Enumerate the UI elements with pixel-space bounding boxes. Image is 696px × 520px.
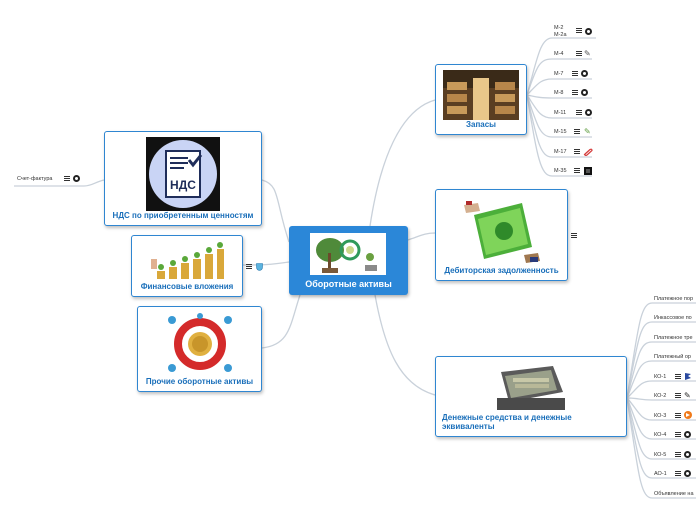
leaf-m2[interactable]: М-2 М-2а <box>554 25 574 39</box>
nds-badge-text: НДС <box>170 178 196 192</box>
cash-briefcase-image <box>493 362 569 412</box>
note-icon[interactable] <box>675 413 681 419</box>
prochie-label: Прочие оборотные активы <box>144 377 255 386</box>
debitor-label: Дебиторская задолженность <box>442 266 561 275</box>
pencil-icon[interactable]: ✎ <box>584 50 591 58</box>
globe-icon[interactable] <box>581 70 588 77</box>
arrow-icon[interactable] <box>684 411 692 419</box>
pencil-icon[interactable]: ✎ <box>684 392 691 400</box>
node-zapasy[interactable]: Запасы <box>435 64 527 135</box>
node-fin[interactable]: Финансовые вложения <box>131 235 243 297</box>
note-icon[interactable] <box>574 129 580 135</box>
globe-icon[interactable] <box>585 109 592 116</box>
note-icon[interactable] <box>675 374 681 380</box>
leaf-m15[interactable]: М-15 <box>554 129 567 136</box>
node-debitor[interactable]: Дебиторская задолженность <box>435 189 568 281</box>
note-icon[interactable] <box>576 28 582 34</box>
globe-icon[interactable] <box>684 451 691 458</box>
leaf-ko1[interactable]: КО-1 <box>654 374 666 381</box>
globe-icon[interactable] <box>73 175 80 182</box>
money-handshake-image <box>464 195 540 265</box>
cycle-coin-image <box>162 312 238 376</box>
note-icon[interactable] <box>572 90 578 96</box>
note-icon[interactable] <box>574 168 580 174</box>
leaf-ko5[interactable]: КО-5 <box>654 452 666 459</box>
note-icon[interactable] <box>574 149 580 155</box>
zapasy-label: Запасы <box>442 120 520 129</box>
leaf-m11[interactable]: М-11 <box>554 110 566 117</box>
central-node[interactable]: Оборотные активы <box>289 226 408 295</box>
leaf-m17[interactable]: М-17 <box>554 149 567 156</box>
leaf-m35[interactable]: М-35 <box>554 168 567 175</box>
leaf-obyavlenie[interactable]: Объявление на <box>654 491 694 498</box>
flag-icon[interactable] <box>684 372 692 380</box>
leaf-schet-faktura[interactable]: Счет-фактура <box>17 176 52 183</box>
globe-icon[interactable] <box>684 470 691 477</box>
note-icon[interactable] <box>675 471 681 477</box>
globe-icon[interactable] <box>684 431 691 438</box>
note-icon[interactable] <box>576 110 582 116</box>
fin-label: Финансовые вложения <box>138 282 236 291</box>
leaf-ko3[interactable]: КО-3 <box>654 413 666 420</box>
fin-note-icon[interactable] <box>246 264 252 270</box>
leaf-inkassovoe[interactable]: Инкассовое по <box>654 315 692 322</box>
globe-icon[interactable] <box>581 89 588 96</box>
central-label: Оборотные активы <box>289 279 408 289</box>
note-icon[interactable] <box>675 452 681 458</box>
leaf-ko2[interactable]: КО-2 <box>654 393 666 400</box>
leaf-m8[interactable]: М-8 <box>554 90 563 97</box>
coin-stacks-image <box>149 241 225 281</box>
node-prochie[interactable]: Прочие оборотные активы <box>137 306 262 392</box>
node-nds[interactable]: НДС НДС по приобретенным ценностям <box>104 131 262 226</box>
node-denezhnye[interactable]: Денежные средства и денежные эквиваленты <box>435 356 627 437</box>
leaf-ao1[interactable]: АО-1 <box>654 471 667 478</box>
pencil-icon[interactable]: ✎ <box>584 128 591 136</box>
nds-label: НДС по приобретенным ценностям <box>111 211 255 220</box>
note-icon[interactable] <box>576 51 582 57</box>
leaf-m4[interactable]: М-4 <box>554 51 563 58</box>
film-icon[interactable] <box>584 167 592 175</box>
globe-icon[interactable] <box>585 28 592 35</box>
shield-icon <box>256 263 263 271</box>
leaf-platezhnoe-poruchenie[interactable]: Платежное пор <box>654 296 693 303</box>
money-tree-image <box>310 233 386 275</box>
leaf-platezhnoe-trebovanie[interactable]: Платежное тре <box>654 335 693 342</box>
note-icon[interactable] <box>64 176 70 182</box>
note-icon[interactable] <box>572 71 578 77</box>
paperclip-icon[interactable] <box>583 148 593 156</box>
warehouse-image <box>443 70 519 120</box>
nds-document-image: НДС <box>146 137 220 211</box>
debitor-note-icon[interactable] <box>571 233 577 239</box>
denezhnye-label: Денежные средства и денежные эквиваленты <box>442 413 620 431</box>
leaf-ko4[interactable]: КО-4 <box>654 432 666 439</box>
note-icon[interactable] <box>675 432 681 438</box>
leaf-m7[interactable]: М-7 <box>554 71 563 78</box>
note-icon[interactable] <box>675 393 681 399</box>
leaf-platezhnyi-order[interactable]: Платежный ор <box>654 354 691 361</box>
